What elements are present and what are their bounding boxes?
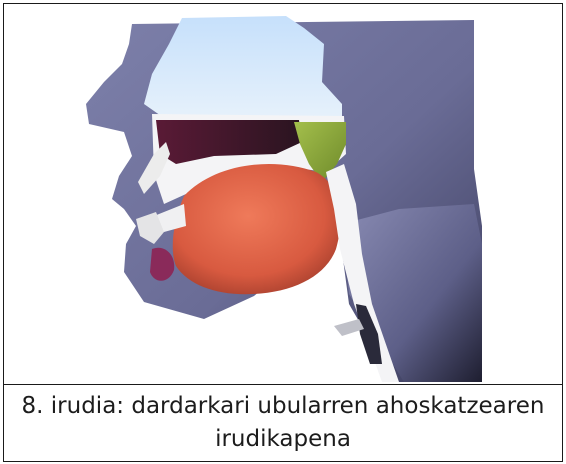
figure-image-cell [4, 4, 562, 385]
hyoid [334, 319, 364, 336]
vocal-tract-illustration [4, 4, 561, 383]
figure-caption-cell: 8. irudia: dardarkari ubularren ahoskatz… [4, 386, 562, 460]
figure-table: 8. irudia: dardarkari ubularren ahoskatz… [3, 3, 563, 462]
figure-caption: 8. irudia: dardarkari ubularren ahoskatz… [13, 390, 553, 456]
